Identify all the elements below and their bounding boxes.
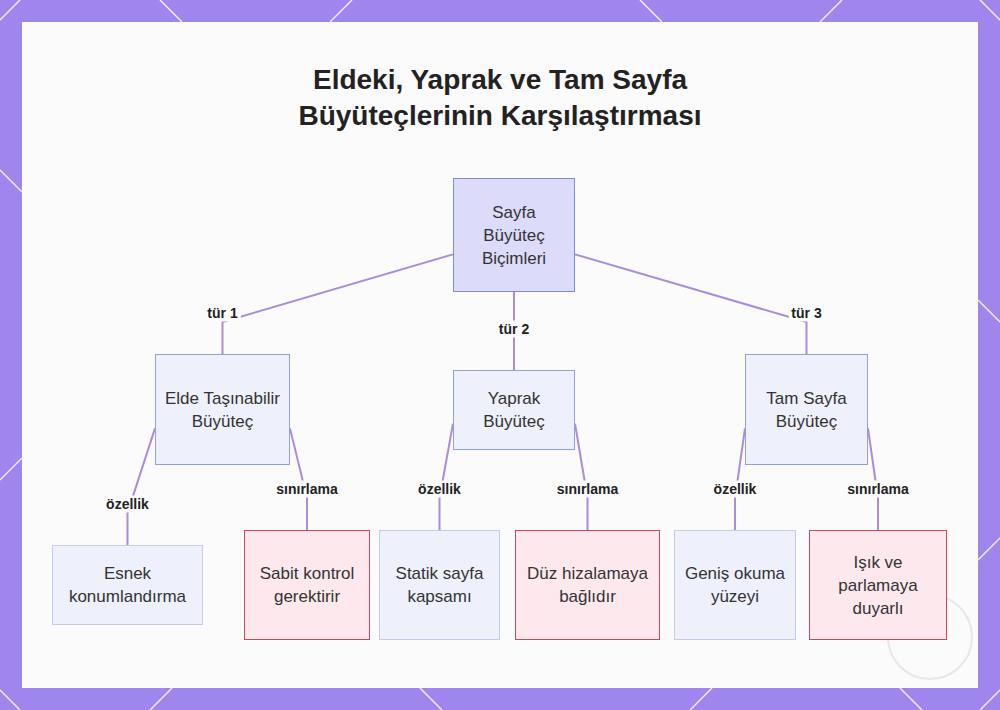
limitation-box: Düz hizalamaya bağlıdır xyxy=(515,530,660,640)
node-text: Yaprak Büyüteç xyxy=(462,387,566,433)
diagram-title: Eldeki, Yaprak ve Tam Sayfa Büyüteçlerin… xyxy=(240,62,760,134)
feature-box: Geniş okuma yüzeyi xyxy=(674,530,796,640)
type-box: Tam Sayfa Büyüteç xyxy=(745,354,868,465)
edge-label: tür 2 xyxy=(496,321,532,338)
edge-label: sınırlama xyxy=(844,481,911,498)
connector xyxy=(290,428,307,530)
text-stack: Tam Sayfa Büyüteç xyxy=(754,387,859,433)
edge-label: sınırlama xyxy=(273,481,340,498)
type-box: Yaprak Büyüteç xyxy=(453,370,575,450)
text-stack: Düz hizalamaya bağlıdır xyxy=(524,562,651,608)
edge-label: özellik xyxy=(711,481,760,498)
root-box: Sayfa Büyüteç Biçimleri xyxy=(453,178,575,292)
text-stack: Sabit kontrol gerektirir xyxy=(253,562,361,608)
text-stack: Geniş okuma yüzeyi xyxy=(683,562,787,608)
type-box: Elde Taşınabilir Büyüteç xyxy=(155,354,290,465)
node-text: Sabit kontrol gerektirir xyxy=(253,562,361,608)
text-stack: Elde Taşınabilir Büyüteç xyxy=(164,387,281,433)
node-text: Elde Taşınabilir Büyüteç xyxy=(164,387,281,433)
limitation-box: Sabit kontrol gerektirir xyxy=(244,530,370,640)
connector xyxy=(575,254,807,354)
text-stack: Sayfa Büyüteç Biçimleri xyxy=(462,201,566,270)
edge-label: sınırlama xyxy=(554,481,621,498)
edge-label: özellik xyxy=(415,481,464,498)
limitation-box: Işık ve parlamaya duyarlı xyxy=(809,530,947,640)
node-text: Tam Sayfa Büyüteç xyxy=(754,387,859,433)
text-stack: Işık ve parlamaya duyarlı xyxy=(818,551,938,620)
connector xyxy=(735,428,745,530)
node-text: Esnek konumlandırma xyxy=(61,562,194,608)
edge-label: tür 1 xyxy=(204,305,240,322)
text-stack: Esnek konumlandırma xyxy=(61,562,194,608)
feature-box: Statik sayfa kapsamı xyxy=(379,530,500,640)
node-text: Statik sayfa kapsamı xyxy=(388,562,491,608)
node-text: Düz hizalamaya bağlıdır xyxy=(524,562,651,608)
connector xyxy=(575,424,588,530)
edge-label: tür 3 xyxy=(788,305,824,322)
node-text: Işık ve parlamaya duyarlı xyxy=(818,551,938,620)
edge-label: özellik xyxy=(103,496,152,513)
connector xyxy=(128,428,156,545)
connector xyxy=(223,254,454,354)
connector xyxy=(440,424,454,530)
connector xyxy=(868,428,878,530)
text-stack: Yaprak Büyüteç xyxy=(462,387,566,433)
node-text: Geniş okuma yüzeyi xyxy=(683,562,787,608)
node-text: Sayfa Büyüteç Biçimleri xyxy=(462,201,566,270)
feature-box: Esnek konumlandırma xyxy=(52,545,203,625)
text-stack: Statik sayfa kapsamı xyxy=(388,562,491,608)
